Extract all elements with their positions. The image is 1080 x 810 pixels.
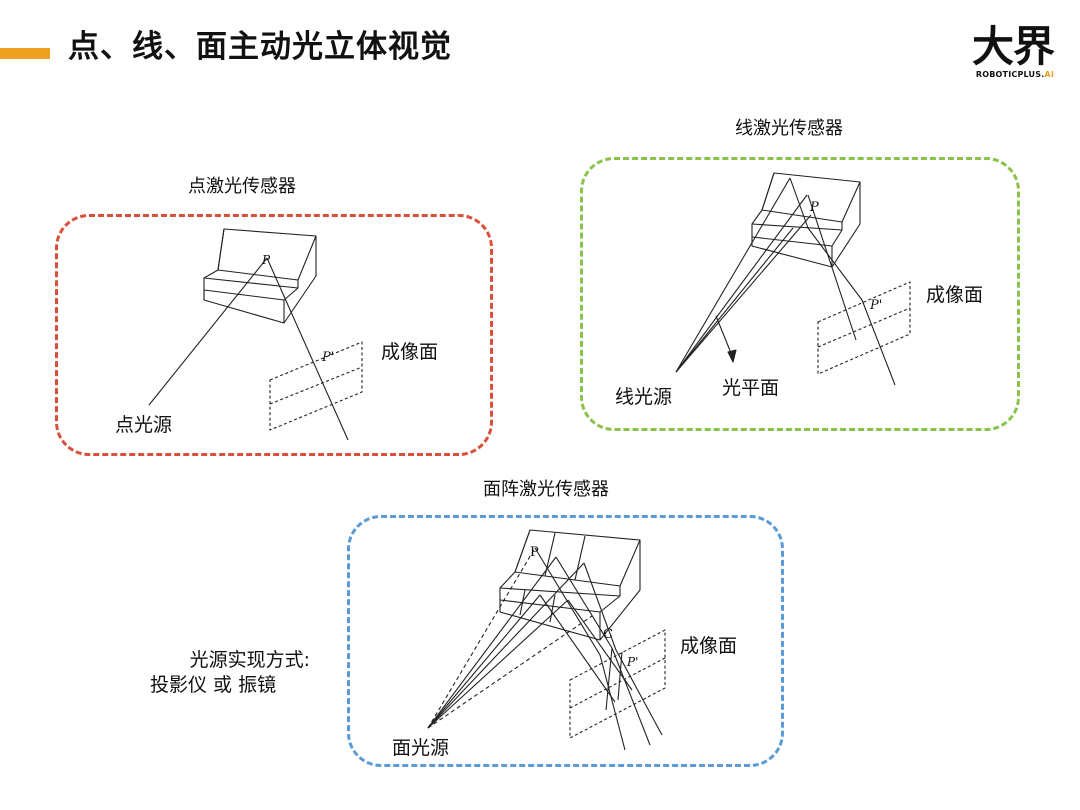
area-source-label: 面光源: [392, 737, 450, 759]
area-image-plane: [569, 629, 666, 739]
title-accent-bar: [0, 48, 50, 59]
area-p-prime-label: P': [627, 655, 639, 669]
line-sensor-title: 线激光传感器: [735, 118, 843, 139]
line-light-plane-label: 光平面: [722, 377, 780, 399]
point-sensor-title: 点激光传感器: [188, 176, 296, 197]
logo-sub-ai: AI: [1044, 70, 1054, 79]
logo-mark: 大界: [971, 22, 1055, 71]
light-source-note-line1: 光源实现方式:: [189, 649, 310, 671]
area-stepped-block: [499, 529, 641, 641]
logo-sub-main: ROBOTICPLUS.: [975, 70, 1045, 79]
point-sensor-panel: [55, 214, 493, 456]
line-source-label: 线光源: [615, 386, 673, 408]
line-image-plane-label: 成像面: [926, 284, 984, 306]
area-sensor-title: 面阵激光传感器: [483, 479, 609, 500]
logo-subtitle: ROBOTICPLUS.AI: [972, 70, 1054, 79]
point-source-label: 点光源: [115, 414, 173, 436]
light-source-note-line2: 投影仪 或 振镜: [150, 673, 277, 696]
line-p-prime-label: P': [870, 298, 883, 313]
point-light-rays: [148, 257, 349, 441]
line-light-rays: [675, 177, 896, 386]
area-light-rays: [427, 547, 663, 751]
line-sensor-panel: [580, 157, 1020, 431]
point-stepped-block: [203, 228, 317, 324]
area-c-label: C: [603, 627, 613, 642]
area-image-plane-label: 成像面: [680, 635, 738, 657]
line-image-plane: [817, 281, 911, 375]
area-sensor-panel: [347, 515, 784, 767]
point-image-plane: [269, 341, 363, 431]
brand-logo: 大界 ROBOTICPLUS.AI: [971, 22, 1055, 80]
page-title: 点、线、面主动光立体视觉: [68, 29, 452, 65]
line-p-label: P: [810, 200, 819, 215]
area-p-label: P: [530, 545, 539, 560]
point-image-plane-label: 成像面: [381, 341, 439, 363]
light-source-note: 光源实现方式: 投影仪 或 振镜: [150, 648, 310, 697]
point-p-prime-label: P': [322, 350, 335, 365]
point-p-label: P: [262, 253, 271, 267]
